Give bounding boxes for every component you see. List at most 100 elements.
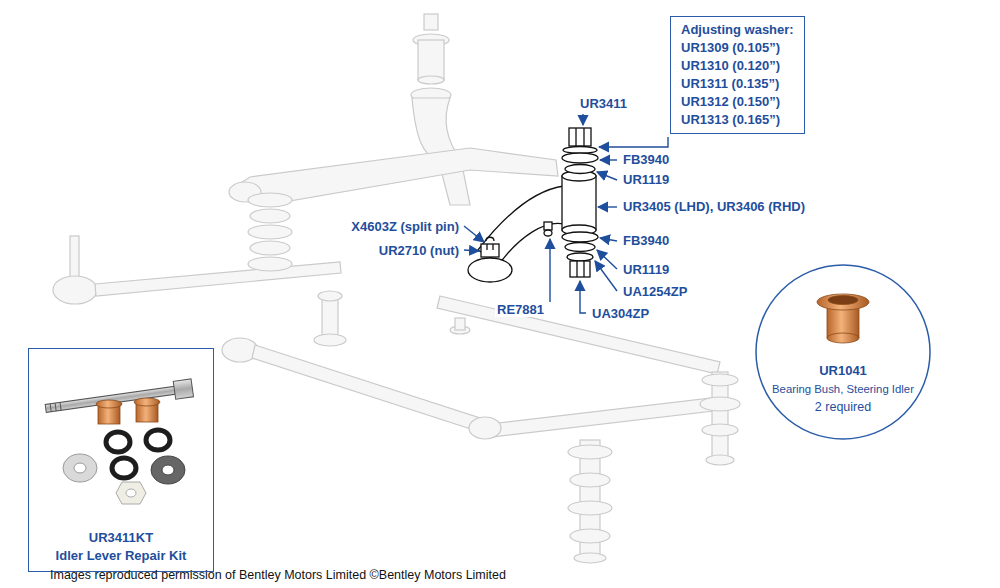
idler-lever — [478, 186, 564, 263]
ghost-linkage — [424, 14, 438, 30]
ghost-linkage — [418, 40, 444, 80]
repair-kit-parts — [162, 465, 174, 475]
repair-kit-box: UR3411KTIdler Lever Repair Kit — [28, 348, 214, 572]
node-heading: UR1041 — [819, 362, 867, 380]
circle-outline — [756, 265, 930, 439]
ghost-linkage — [318, 291, 342, 301]
repair-kit-parts — [74, 463, 86, 473]
repair-kit-parts — [50, 404, 51, 412]
node-text: 2 required — [815, 398, 871, 416]
node-text: UR1312 (0.150”) — [681, 93, 794, 111]
leader-lines — [595, 261, 617, 291]
leader-lines — [597, 250, 617, 269]
idler-lever — [562, 176, 596, 230]
node-text: UR1313 (0.165”) — [681, 111, 794, 129]
ghost-linkage — [455, 318, 465, 330]
part-number: UR1119 — [621, 172, 671, 187]
idler-lever — [565, 165, 595, 174]
ghost-linkage — [230, 148, 558, 206]
idler-lever — [544, 230, 552, 236]
node-heading: UR3411KT — [89, 529, 153, 547]
ghost-linkage — [490, 397, 722, 437]
repair-kit-parts — [173, 379, 193, 399]
ghost-linkage — [437, 296, 720, 374]
repair-kit-parts — [55, 403, 56, 411]
part-number: UA1254ZP — [621, 284, 689, 299]
ghost-linkage — [252, 345, 480, 431]
node-text: Bearing Bush, Steering Idler — [772, 380, 914, 398]
idler-lever — [468, 128, 598, 282]
ghost-linkage — [314, 334, 346, 346]
repair-kit-parts — [126, 489, 136, 497]
idler-lever — [492, 244, 493, 250]
repair-kit-parts — [151, 456, 185, 484]
leader-lines — [549, 239, 550, 302]
ghost-linkage — [706, 455, 734, 465]
leader-lines — [600, 238, 617, 241]
ghost-linkage — [469, 417, 501, 439]
bearing-bush — [817, 294, 869, 343]
ghost-linkage — [248, 257, 292, 271]
idler-lever — [562, 153, 598, 163]
node-text: UR1311 (0.135”) — [681, 75, 794, 93]
ghost-linkage — [95, 262, 341, 296]
leader-lines — [464, 250, 479, 251]
ghost-linkage — [700, 397, 740, 411]
idler-lever — [562, 232, 598, 242]
leader-lines — [599, 137, 668, 147]
repair-kit-parts — [60, 402, 61, 410]
node-text: Idler Lever Repair Kit — [56, 547, 187, 565]
idler-lever — [575, 128, 576, 146]
idler-lever — [486, 244, 487, 250]
idler-lever — [567, 253, 593, 261]
leader-lines — [597, 172, 617, 180]
ghost-linkage — [702, 374, 738, 386]
ghost-linkage — [574, 553, 606, 563]
idler-lever — [544, 222, 552, 230]
part-number: UR2710 (nut) — [377, 243, 461, 258]
bearing-bush — [827, 333, 859, 343]
leader-lines — [598, 206, 617, 207]
ghost-linkage — [70, 236, 79, 278]
ghost-linkage — [248, 225, 292, 239]
ghost-linkage — [570, 529, 610, 543]
part-number: X4603Z (split pin) — [349, 219, 461, 234]
part-number: UR3405 (LHD), UR3406 (RHD) — [621, 199, 807, 214]
part-number: FB3940 — [621, 152, 671, 167]
ghost-linkage — [568, 501, 612, 515]
ghost-linkage — [53, 276, 97, 304]
ghost-linkage — [570, 473, 610, 487]
ghost-linkage — [53, 14, 740, 563]
repair-kit-parts — [134, 398, 160, 406]
leader-lines — [582, 114, 583, 125]
repair-kit-parts — [96, 398, 160, 424]
idler-lever — [583, 261, 584, 277]
adjusting-washer-box: Adjusting washer:UR1309 (0.105”)UR1310 (… — [670, 16, 805, 134]
ghost-linkage — [250, 209, 290, 223]
bearing-bush — [828, 296, 858, 305]
bearing-bush-circle: UR1041Bearing Bush, Steering Idler2 requ… — [755, 264, 931, 440]
part-number: UA304ZP — [590, 306, 651, 321]
repair-kit-parts — [44, 379, 193, 504]
leader-lines — [464, 226, 484, 242]
idler-lever — [569, 128, 591, 146]
repair-kit-parts — [96, 400, 122, 408]
leader-lines — [580, 281, 586, 313]
part-number: RE7881 — [495, 302, 546, 317]
ghost-linkage — [568, 445, 612, 459]
idler-lever — [486, 237, 494, 241]
idler-lever — [468, 258, 512, 282]
ghost-linkage — [248, 193, 292, 207]
node-heading: Adjusting washer: — [681, 21, 794, 39]
bearing-bush — [817, 294, 869, 310]
ghost-linkage — [250, 241, 290, 255]
repair-kit-parts — [106, 432, 130, 452]
idler-lever — [481, 244, 499, 257]
leader-lines — [600, 159, 617, 160]
image-credit: Images reproduced permission of Bentley … — [50, 568, 506, 583]
idler-lever — [583, 128, 584, 146]
node-text: UR1310 (0.120”) — [681, 57, 794, 75]
idler-lever — [565, 243, 595, 252]
